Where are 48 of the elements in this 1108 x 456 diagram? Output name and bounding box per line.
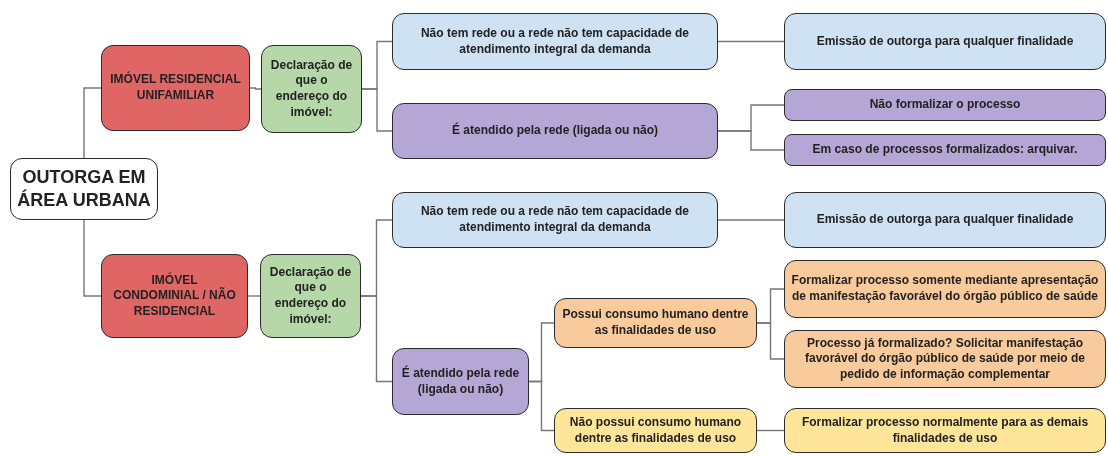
node-text: Não tem rede ou a rede não tem capacidade de atendimento integral da demanda (419, 25, 691, 58)
node-text: Emissão de outorga para qualquer finalidade (816, 33, 1074, 50)
root-box (10, 158, 158, 220)
connector-line (247, 295, 261, 297)
node-text: Processo já formalizado? Solicitar manifestação favorável do órgão público de saúde por meio de pedido de informação complementar (803, 335, 1087, 383)
node-text: Não formalizar o processo (869, 97, 1021, 113)
node-text: Possui consumo humano dentre as finalidades de uso (561, 307, 750, 339)
outcome-box (784, 330, 1106, 388)
condition-box (392, 192, 718, 248)
node-text: OUTORGA EM ÁREA URBANA (17, 165, 151, 212)
connector-line (717, 130, 785, 151)
node-text: Formalizar processo normalmente para as demais finalidades de uso (800, 414, 1090, 447)
outcome-box (784, 134, 1106, 166)
node-text: Não tem rede ou a rede não tem capacidade de atendimento integral da demanda (419, 204, 691, 236)
node-text: Emissão de outorga para qualquer finalidade (816, 212, 1074, 228)
connector-line (361, 88, 393, 132)
category-box (101, 254, 248, 338)
connector-line (83, 87, 102, 159)
condition-box (554, 298, 757, 348)
category-box (101, 45, 250, 131)
condition-box (554, 408, 757, 453)
node-text: É atendido pela rede (ligada ou não) (452, 123, 658, 139)
condition-box (392, 348, 529, 415)
outcome-box (784, 260, 1106, 318)
connector-line (756, 322, 785, 360)
node-text: IMÓVEL RESIDENCIAL UNIFAMILIAR (109, 72, 242, 104)
node-text: IMÓVEL CONDOMINIAL / NÃO RESIDENCIAL (112, 272, 237, 320)
condition-box (392, 103, 718, 159)
node-text: Declaração de que o endereço do imóvel: (268, 264, 353, 328)
connector-line (756, 429, 785, 432)
node-text: Declaração de que o endereço do imóvel: (269, 57, 354, 121)
node-text: Em caso de processos formalizados: arquivar. (812, 142, 1078, 158)
outcome-box (784, 192, 1106, 248)
connector-line (717, 219, 785, 221)
connector-line (360, 295, 393, 383)
node-text: Não possui consumo humano dentre as finalidades de uso (568, 414, 743, 447)
node-text: Formalizar processo somente mediante apresentação de manifestação favorável do órgão público de saúde (791, 273, 1099, 305)
condition-box (392, 13, 718, 70)
outcome-box (784, 408, 1106, 453)
outcome-box (784, 13, 1106, 70)
connector-line (717, 40, 785, 43)
connector-line (528, 380, 555, 432)
declaration-box (261, 45, 362, 133)
declaration-box (260, 254, 361, 338)
connector-line (83, 219, 102, 297)
connector-line (249, 87, 262, 90)
node-text: É atendido pela rede (ligada ou não) (400, 365, 521, 398)
outcome-box (784, 89, 1106, 121)
